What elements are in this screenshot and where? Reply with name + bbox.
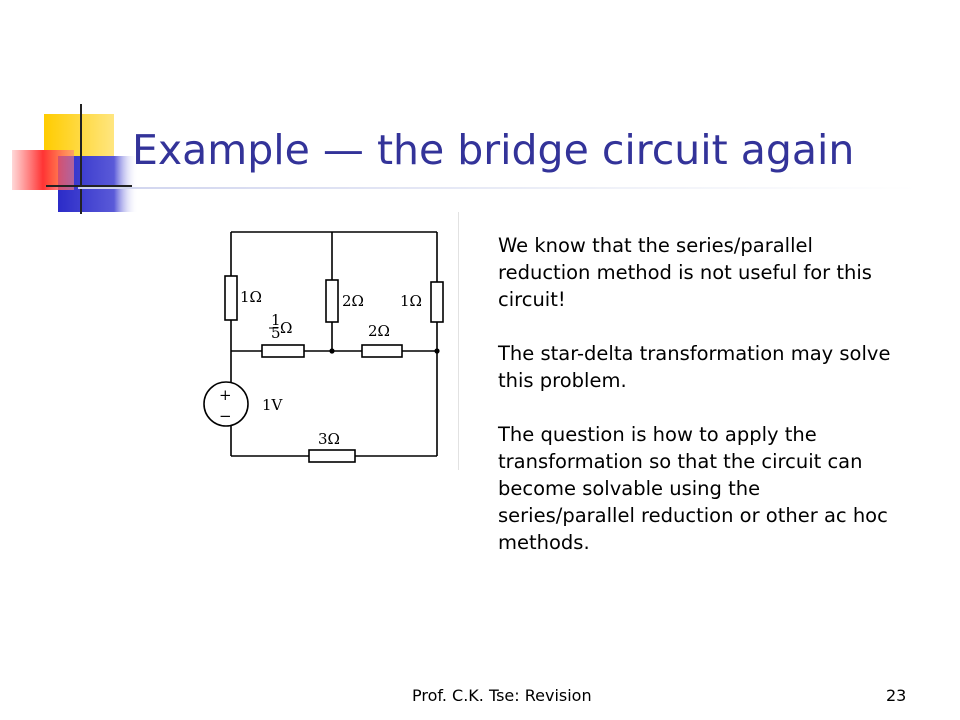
paragraph-3: The question is how to apply the transfo… [498, 423, 888, 554]
label-resistor-right: 1Ω [400, 292, 422, 310]
label-resistor-left: 1Ω [240, 288, 262, 306]
corner-decoration [12, 104, 138, 214]
label-resistor-bottom: 3Ω [318, 430, 340, 448]
resistor-right [430, 281, 444, 323]
resistor-bottom [308, 449, 356, 463]
resistor-left [224, 275, 238, 321]
label-resistor-h1-den: 5 [271, 324, 281, 342]
label-resistor-mid: 2Ω [342, 292, 364, 310]
resistor-mid [325, 279, 339, 323]
bridge-circuit-diagram: + − 1Ω 2Ω 1Ω 1 5 Ω 2Ω 3Ω 1V [203, 231, 444, 463]
title-underline [78, 187, 918, 189]
junction-dot-right [434, 348, 440, 354]
source-minus: − [219, 407, 232, 425]
junction-dot-mid [329, 348, 335, 354]
resistor-h2 [361, 344, 403, 358]
source-plus: + [219, 386, 232, 404]
label-source-value: 1V [262, 396, 284, 414]
label-resistor-h1-unit: Ω [280, 319, 292, 337]
label-resistor-h2: 2Ω [368, 322, 390, 340]
figure-border [458, 212, 459, 470]
label-resistor-h1-num: 1 [271, 311, 281, 329]
voltage-source [203, 381, 249, 427]
page-number: 23 [886, 686, 907, 705]
paragraph-1: We know that the series/parallel reducti… [498, 234, 872, 311]
body-text: We know that the series/parallel reducti… [498, 232, 898, 583]
footer-author: Prof. C.K. Tse: Revision [412, 686, 592, 705]
resistor-h1 [261, 344, 305, 358]
circuit-wires [230, 231, 438, 457]
paragraph-2: The star-delta transformation may solve … [498, 342, 891, 392]
slide-title: Example — the bridge circuit again [132, 126, 855, 174]
